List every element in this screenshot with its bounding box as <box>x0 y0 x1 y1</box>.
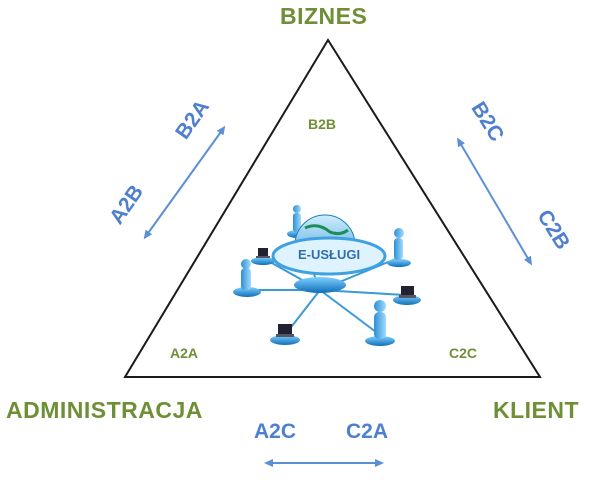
corner-top-label: B2B <box>308 116 337 132</box>
relation-c2a-label: C2A <box>346 420 389 443</box>
right-edge-arrow <box>456 137 533 266</box>
corner-left-label: A2A <box>170 345 199 361</box>
network-illustration <box>233 205 421 346</box>
e-uslugi-badge <box>271 236 387 276</box>
vertex-left-label: ADMINISTRACJA <box>6 397 203 423</box>
left-edge-arrow <box>143 125 226 240</box>
relations-triangle <box>123 38 542 378</box>
relation-a2c-label: A2C <box>254 420 297 443</box>
vertex-top-label: BIZNES <box>280 3 368 29</box>
center-label: E-USŁUGI <box>297 247 361 262</box>
corner-right-label: C2C <box>449 345 478 361</box>
vertex-right-label: KLIENT <box>493 397 580 423</box>
